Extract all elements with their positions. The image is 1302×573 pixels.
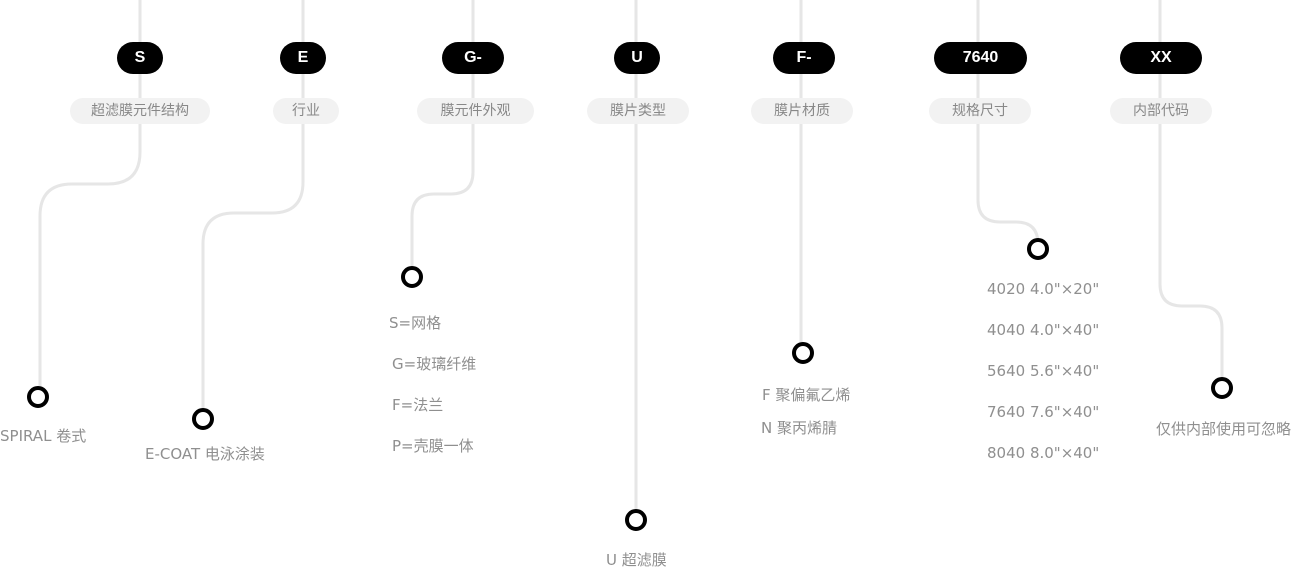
option-fiberglass: G=玻璃纤维 xyxy=(392,355,477,373)
node-f xyxy=(792,342,814,364)
node-size xyxy=(1027,238,1049,260)
option-ultrafiltration: U 超滤膜 xyxy=(606,551,667,569)
option-flange: F=法兰 xyxy=(392,396,444,414)
code-pill-e: E xyxy=(280,42,326,74)
option-size-4040: 4040 4.0"×40" xyxy=(987,321,1100,339)
connector-size xyxy=(976,0,1040,245)
option-internal-use: 仅供内部使用可忽略 xyxy=(1156,420,1292,438)
category-label-structure: 超滤膜元件结构 xyxy=(70,98,210,124)
code-pill-f: F- xyxy=(773,42,835,74)
code-pill-xx: XX xyxy=(1120,42,1202,74)
option-size-5640: 5640 5.6"×40" xyxy=(987,362,1100,380)
category-label-membrane-type: 膜片类型 xyxy=(587,98,689,124)
category-label-industry: 行业 xyxy=(273,98,339,124)
code-pill-size: 7640 xyxy=(934,42,1027,74)
category-label-material: 膜片材质 xyxy=(751,98,853,124)
option-pan: N 聚丙烯腈 xyxy=(761,419,837,437)
category-label-size: 规格尺寸 xyxy=(929,98,1031,124)
option-mesh: S=网格 xyxy=(389,314,442,332)
category-label-appearance: 膜元件外观 xyxy=(417,98,534,124)
node-g xyxy=(401,266,423,288)
option-size-4020: 4020 4.0"×20" xyxy=(987,280,1100,298)
node-s xyxy=(27,386,49,408)
category-label-internal-code: 内部代码 xyxy=(1110,98,1212,124)
option-integrated-shell: P=壳膜一体 xyxy=(392,437,474,455)
code-pill-u: U xyxy=(614,42,660,74)
connector-xx xyxy=(1158,0,1224,381)
connector-g xyxy=(410,0,475,270)
option-size-7640: 7640 7.6"×40" xyxy=(987,403,1100,421)
option-spiral: SPIRAL 卷式 xyxy=(0,427,87,445)
code-pill-g: G- xyxy=(442,42,504,74)
connector-s xyxy=(38,0,142,390)
connector-e xyxy=(201,0,305,412)
node-u xyxy=(625,509,647,531)
node-xx xyxy=(1211,377,1233,399)
option-ecoat: E-COAT 电泳涂装 xyxy=(145,445,265,463)
node-e xyxy=(192,408,214,430)
option-size-8040: 8040 8.0"×40" xyxy=(987,444,1100,462)
code-pill-s: S xyxy=(117,42,163,74)
option-pvdf: F 聚偏氟乙烯 xyxy=(762,386,851,404)
